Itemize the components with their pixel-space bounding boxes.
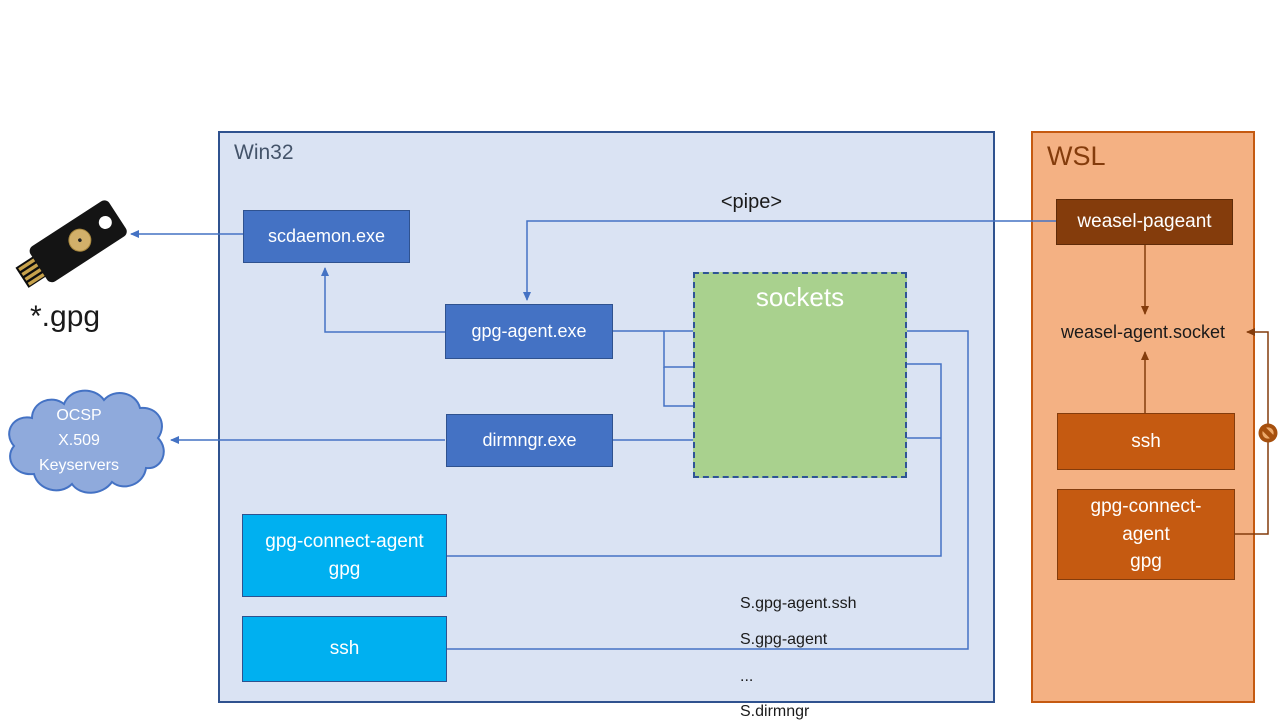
cloud-line-keyservers: Keyservers (38, 456, 120, 474)
node-dirmngr-label: dirmngr.exe (482, 430, 577, 451)
win32-label: Win32 (234, 141, 294, 164)
sockets-title: sockets (755, 282, 845, 312)
wsl-ssh-label: ssh (1131, 430, 1161, 452)
node-weasel-pageant: weasel-pageant (1056, 199, 1233, 245)
weasel-pageant-label: weasel-pageant (1077, 211, 1212, 233)
node-dirmngr: dirmngr.exe (446, 414, 613, 467)
cloud-line-ocsp: OCSP (56, 407, 102, 424)
win32-gpg-connect-agent-line1: gpg-connect-agent (265, 530, 424, 552)
node-scdaemon: scdaemon.exe (243, 210, 410, 263)
node-wsl-gpg-connect-agent: gpg-connect- agent gpg (1057, 489, 1235, 580)
win32-gpg-connect-agent-line2: gpg (328, 558, 361, 580)
socket-item-gpg-agent: S.gpg-agent (740, 631, 828, 648)
socket-item-dirmngr: S.dirmngr (740, 703, 810, 720)
gpg-files-label: *.gpg (30, 300, 101, 333)
wsl-gpg-connect-agent-line3: gpg (1130, 551, 1162, 573)
cloud-line-x509: X.509 (58, 431, 100, 449)
node-wsl-ssh: ssh (1057, 413, 1235, 470)
socket-item-ellipsis: ... (740, 668, 754, 685)
weasel-agent-socket-label: weasel-agent.socket (1060, 322, 1226, 342)
socket-item-gpg-agent-ssh: S.gpg-agent.ssh (740, 595, 857, 612)
yubikey-usb-security-key (15, 200, 127, 288)
node-win32-gpg-connect-agent: gpg-connect-agent gpg (242, 514, 447, 597)
keyservers-cloud-label: OCSP X.509 Keyservers (10, 404, 148, 478)
pipe-label: <pipe> (720, 191, 782, 213)
wsl-label: WSL (1047, 141, 1106, 171)
node-gpg-agent-label: gpg-agent.exe (471, 321, 587, 342)
node-gpg-agent: gpg-agent.exe (445, 304, 613, 359)
node-win32-ssh: ssh (242, 616, 447, 682)
wsl-gpg-connect-agent-line1: gpg-connect- (1090, 496, 1202, 518)
wsl-gpg-connect-agent-line2: agent (1122, 523, 1170, 545)
no-entry-icon (1258, 423, 1278, 443)
node-scdaemon-label: scdaemon.exe (267, 226, 386, 247)
win32-ssh-label: ssh (329, 638, 360, 660)
sockets-box: sockets S.gpg-agent.ssh S.gpg-agent ... … (693, 272, 907, 720)
